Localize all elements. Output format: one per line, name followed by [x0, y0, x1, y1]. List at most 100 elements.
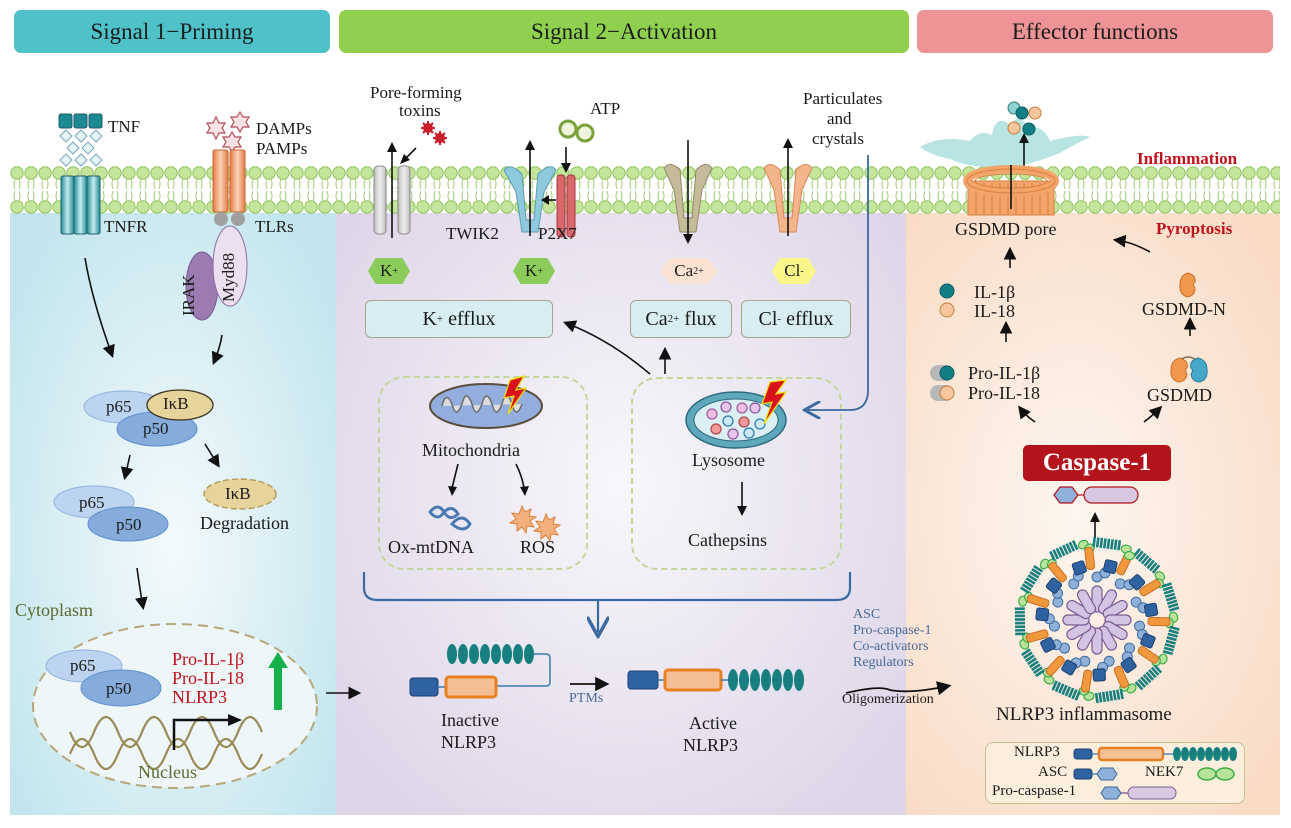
- lrr-segment: [1162, 649, 1174, 656]
- lrr-domain: [1092, 536, 1122, 551]
- lrr-segment: [1071, 689, 1078, 700]
- transcription-arrow: [172, 714, 242, 750]
- pro-il1b-icon: [930, 365, 955, 381]
- legend-nlrp3-label: NLRP3: [1014, 744, 1060, 760]
- lrr-segment: [1112, 690, 1117, 701]
- lrr-segment: [1164, 643, 1175, 649]
- lrr-segment: [1023, 651, 1033, 660]
- p65-label-2: p65: [79, 493, 105, 512]
- atp-label: ATP: [590, 99, 621, 118]
- gsdmd-pore-label: GSDMD pore: [955, 219, 1057, 239]
- nacht-domain: [1045, 655, 1065, 676]
- lrr-segment: [1169, 625, 1180, 631]
- lrr-segment: [1165, 596, 1177, 602]
- nacht-domain: [1147, 616, 1171, 627]
- oligomerization-arrow: [845, 681, 952, 696]
- caspase-filament: [1076, 625, 1097, 651]
- pore-channel-icon: [373, 142, 417, 238]
- factor-asc: ASC: [853, 607, 881, 622]
- lrr-segment: [1142, 673, 1152, 684]
- gsdmd-n-label: GSDMD-N: [1142, 299, 1227, 319]
- lrr-segment: [1015, 621, 1026, 625]
- signal1-header-label: Signal 1−Priming: [90, 18, 254, 44]
- ptms-label: PTMs: [569, 691, 604, 706]
- gsdmd-pore-icon: [963, 165, 1059, 216]
- particulates-to-lysosome-line: [808, 155, 869, 410]
- inflammasome-to-caspase-arrow: [1090, 512, 1100, 538]
- lrr-segment: [1168, 629, 1179, 635]
- mitochondria-group: [378, 376, 588, 570]
- cl-channel-icon: [763, 138, 813, 236]
- factor-pro-caspase1: Pro-caspase-1: [853, 623, 932, 638]
- lrr-segment: [1165, 639, 1176, 645]
- lrr-segment: [1033, 565, 1044, 573]
- lrr-segment: [1138, 552, 1147, 563]
- factor-regulators: Regulators: [853, 655, 914, 670]
- inactive-label-2: NLRP3: [441, 732, 497, 752]
- gsdmdn-to-pore-arrow: [1112, 234, 1151, 253]
- gsdmd-label: GSDMD: [1147, 385, 1213, 405]
- lrr-segment: [1029, 571, 1040, 579]
- pro-il1b-label: Pro-IL-1β: [968, 363, 1041, 383]
- lrr-segment: [1105, 691, 1110, 702]
- nucleus-label: Nucleus: [138, 762, 197, 782]
- p65-p50-nucleus-icon: [45, 649, 162, 707]
- p2x7-label: P2X7: [538, 224, 577, 243]
- lrr-domain: [1021, 648, 1045, 678]
- ca-flux-ion: Ca: [645, 307, 668, 330]
- lrr-domain: [1134, 664, 1163, 691]
- lrr-segment: [1167, 632, 1178, 638]
- legend-asc-icon: [1073, 767, 1118, 781]
- nacht-domain: [1026, 594, 1050, 608]
- gsdmd-n-icon: [1179, 272, 1196, 298]
- pro-il18-label: Pro-IL-18: [968, 383, 1040, 403]
- lrr-domain: [1161, 582, 1180, 612]
- lrr-segment: [1014, 618, 1026, 621]
- lysosome-group: [631, 377, 842, 570]
- cl-efflux-box: Cl- efflux: [741, 300, 851, 338]
- ikb-degraded-icon: [203, 478, 277, 510]
- pamps-label: PAMPs: [256, 139, 308, 158]
- il1b-label: IL-1β: [974, 282, 1016, 302]
- k-efflux-text: efflux: [443, 307, 496, 330]
- pyd-domain: [1102, 559, 1118, 574]
- lrr-segment: [1166, 599, 1178, 605]
- pyd-domain: [1061, 659, 1078, 676]
- lrr-segment: [1058, 546, 1066, 557]
- inflammasome-label: NLRP3 inflammasome: [996, 704, 1172, 725]
- effector-header-label: Effector functions: [1011, 18, 1179, 44]
- caspase-filament: [1102, 599, 1128, 620]
- caspase1-domain-icon: [1053, 486, 1139, 504]
- lrr-segment: [1148, 669, 1157, 679]
- signal1-header: Signal 1−Priming: [14, 10, 330, 53]
- ca-ion-text: Ca: [674, 261, 694, 280]
- complex-to-ikb-arrow: [204, 443, 220, 468]
- particulates-label-3: crystals: [812, 129, 864, 148]
- caspase-filament: [1097, 625, 1118, 651]
- tnf-ligand-icon: [58, 113, 103, 167]
- caspase-filament: [1102, 620, 1128, 641]
- p50-label-2: p50: [116, 515, 142, 534]
- lrr-segment: [1065, 543, 1073, 554]
- ikb-label-1: IκB: [163, 394, 189, 413]
- lrr-segment: [1110, 539, 1114, 550]
- lrr-segment: [1116, 689, 1121, 700]
- caspase-to-proil-arrow: [1018, 405, 1036, 423]
- lrr-segment: [1062, 544, 1069, 555]
- lrr-segment: [1035, 669, 1045, 678]
- pore-toxins-label-2: toxins: [399, 101, 441, 120]
- lrr-segment: [1015, 632, 1026, 636]
- lrr-domain: [1162, 625, 1180, 656]
- lrr-segment: [1027, 657, 1037, 666]
- lrr-segment: [1015, 625, 1026, 629]
- lrr-segment: [1031, 568, 1042, 576]
- pyd-domain: [1040, 637, 1056, 653]
- legend-pro-caspase1-label: Pro-caspase-1: [992, 783, 1077, 799]
- gene-nlrp3: NLRP3: [172, 687, 228, 707]
- damps-pamps-icon: [205, 110, 251, 154]
- caspase1-label: Caspase-1: [1042, 449, 1152, 476]
- nek7-protein: [1123, 550, 1136, 561]
- lrr-segment: [1119, 688, 1124, 700]
- dna-helix-icon: [68, 715, 264, 771]
- signal2-bracket: [362, 572, 852, 602]
